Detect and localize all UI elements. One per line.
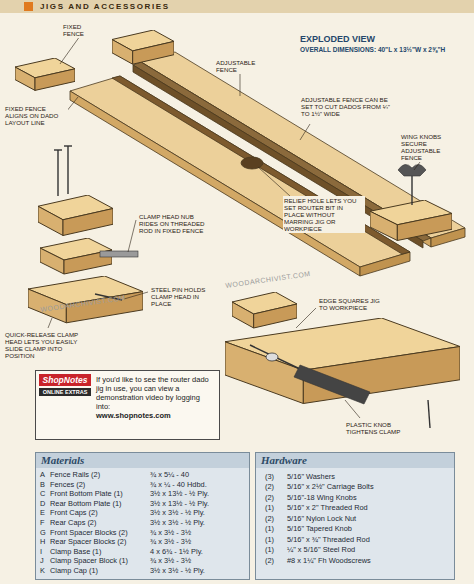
part-letter: K xyxy=(40,566,49,575)
overall-dimensions: OVERALL DIMENSIONS: 40"L x 13½"W x 2⅝"H xyxy=(300,46,450,54)
page-header: JIGS AND ACCESSORIES xyxy=(40,2,170,11)
hardware-item: 5/16" x 2½" Carriage Bolts xyxy=(287,482,450,491)
hardware-qty: (1) xyxy=(265,545,285,554)
hardware-item: 5/16" Tapered Knob xyxy=(287,524,450,533)
brand-logo: ShopNotes xyxy=(39,374,91,386)
part-size: 3½ x 3½ - ½ Ply. xyxy=(150,566,248,575)
hardware-qty: (2) xyxy=(265,493,285,502)
header-square xyxy=(24,2,33,11)
callout: CLAMP HEAD NUB RIDES ON THREADED ROD IN … xyxy=(138,212,210,235)
hardware-item: 5/16" x ¾" Threaded Rod xyxy=(287,535,450,544)
brand-tag: ONLINE EXTRAS xyxy=(39,388,91,396)
hardware-parts xyxy=(54,146,430,428)
part-letter: E xyxy=(40,508,49,517)
hardware-item: 5/16" Nylon Lock Nut xyxy=(287,514,450,523)
callout: STEEL PIN HOLDS CLAMP HEAD IN PLACE xyxy=(150,285,214,308)
part-letter: J xyxy=(40,556,49,565)
part-letter: B xyxy=(40,480,49,489)
part-size: 3½ x 13½ - ½ Ply. xyxy=(150,499,248,508)
hardware-qty: (3) xyxy=(265,472,285,481)
part-size: ¾ x 5¼ - 40 xyxy=(150,470,248,479)
part-size: ¾ x 3½ - 3½ xyxy=(150,537,248,546)
part-name: Front Caps (2) xyxy=(50,508,148,517)
hardware-item: ¼" x 5/16" Steel Rod xyxy=(287,545,450,554)
part-size: 4 x 6¾ - 1½ Ply. xyxy=(150,547,248,556)
callout: FIXED FENCE ALIGNS ON DADO LAYOUT LINE xyxy=(4,104,68,127)
part-letter: C xyxy=(40,489,49,498)
panel-heading: Hardware xyxy=(256,453,454,468)
part-size: ¾ x ¼ - 40 Hdbd. xyxy=(150,480,248,489)
part-letter: G xyxy=(40,528,49,537)
part-size: 3½ x 13½ - ½ Ply. xyxy=(150,489,248,498)
part-name: Rear Caps (2) xyxy=(50,518,148,527)
watermark: WOODARCHIVIST.COM xyxy=(225,270,311,289)
hardware-item: #8 x 1¼" Fh Woodscrews xyxy=(287,556,450,565)
callout: EDGE SQUARES JIG TO WORKPIECE xyxy=(318,296,390,312)
note-text: If you'd like to see the router dado jig… xyxy=(96,375,216,411)
leader-lines xyxy=(48,36,420,418)
hardware-qty: (1) xyxy=(265,535,285,544)
fence-rails xyxy=(70,52,465,276)
hardware-item: 5/16" Washers xyxy=(287,472,450,481)
hardware-qty: (1) xyxy=(265,524,285,533)
part-letter: A xyxy=(40,470,49,479)
hardware-item: 5/16" x 2" Threaded Rod xyxy=(287,503,450,512)
hardware-qty: (2) xyxy=(265,556,285,565)
header-bar xyxy=(0,0,474,13)
hardware-qty: (2) xyxy=(265,514,285,523)
callout: QUICK-RELEASE CLAMP HEAD LETS YOU EASILY… xyxy=(4,330,84,360)
part-name: Rear Spacer Blocks (2) xyxy=(50,537,148,546)
part-name: Front Spacer Blocks (2) xyxy=(50,528,148,537)
callout: RELIEF HOLE LETS YOU SET ROUTER BIT IN P… xyxy=(283,196,365,233)
view-title: EXPLODED VIEW xyxy=(300,34,375,44)
web-address: www.shopnotes.com xyxy=(96,411,216,420)
part-letter: F xyxy=(40,518,49,527)
callout: ADJUSTABLE FENCE CAN BE SET TO CUT DADOS… xyxy=(300,95,397,118)
callout: WING KNOBS SECURE ADJUSTABLE FENCE xyxy=(400,132,464,162)
hardware-item: 5/16"-18 Wing Knobs xyxy=(287,493,450,502)
panel-heading: Materials xyxy=(36,453,249,468)
part-size: ¾ x 3½ - 3½ xyxy=(150,556,248,565)
part-letter: H xyxy=(40,537,49,546)
part-name: Fences (2) xyxy=(50,480,148,489)
part-name: Clamp Spacer Block (1) xyxy=(50,556,148,565)
part-name: Clamp Base (1) xyxy=(50,547,148,556)
callout: ADJUSTABLE FENCE xyxy=(215,58,272,74)
online-extras-box: ShopNotesONLINE EXTRAS If you'd like to s… xyxy=(35,370,220,440)
part-name: Front Bottom Plate (1) xyxy=(50,489,148,498)
part-size: 3½ x 3½ - ½ Ply. xyxy=(150,518,248,527)
callout: FIXED FENCE xyxy=(62,22,104,38)
part-name: Rear Bottom Plate (1) xyxy=(50,499,148,508)
part-size: 3½ x 3½ - ½ Ply. xyxy=(150,508,248,517)
part-name: Fence Rails (2) xyxy=(50,470,148,479)
part-name: Clamp Cap (1) xyxy=(50,566,148,575)
hardware-qty: (2) xyxy=(265,482,285,491)
part-letter: D xyxy=(40,499,49,508)
part-size: ¾ x 3½ - 3½ xyxy=(150,528,248,537)
callout: PLASTIC KNOB TIGHTENS CLAMP xyxy=(345,420,417,436)
hardware-qty: (1) xyxy=(265,503,285,512)
part-letter: I xyxy=(40,547,49,556)
